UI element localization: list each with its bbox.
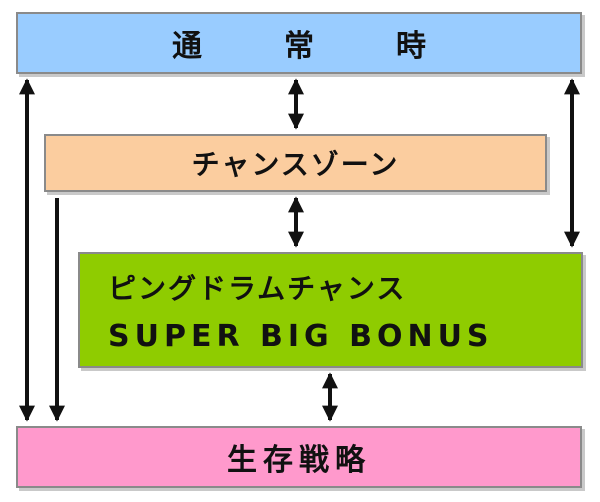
bonus-title-label: ピングドラムチャンス [108,271,407,305]
chance-zone-box: チャンスゾーン [44,134,547,192]
bonus-box: ピングドラムチャンス SUPER BIG BONUS [78,252,583,368]
bonus-subtitle-label: SUPER BIG BONUS [108,318,494,354]
survival-strategy-box: 生存戦略 [16,426,582,488]
chance-zone-label: チャンスゾーン [191,148,400,181]
normal-mode-label: 通 常 時 [172,29,452,64]
survival-strategy-label: 生存戦略 [227,443,371,478]
normal-mode-box: 通 常 時 [16,12,582,74]
